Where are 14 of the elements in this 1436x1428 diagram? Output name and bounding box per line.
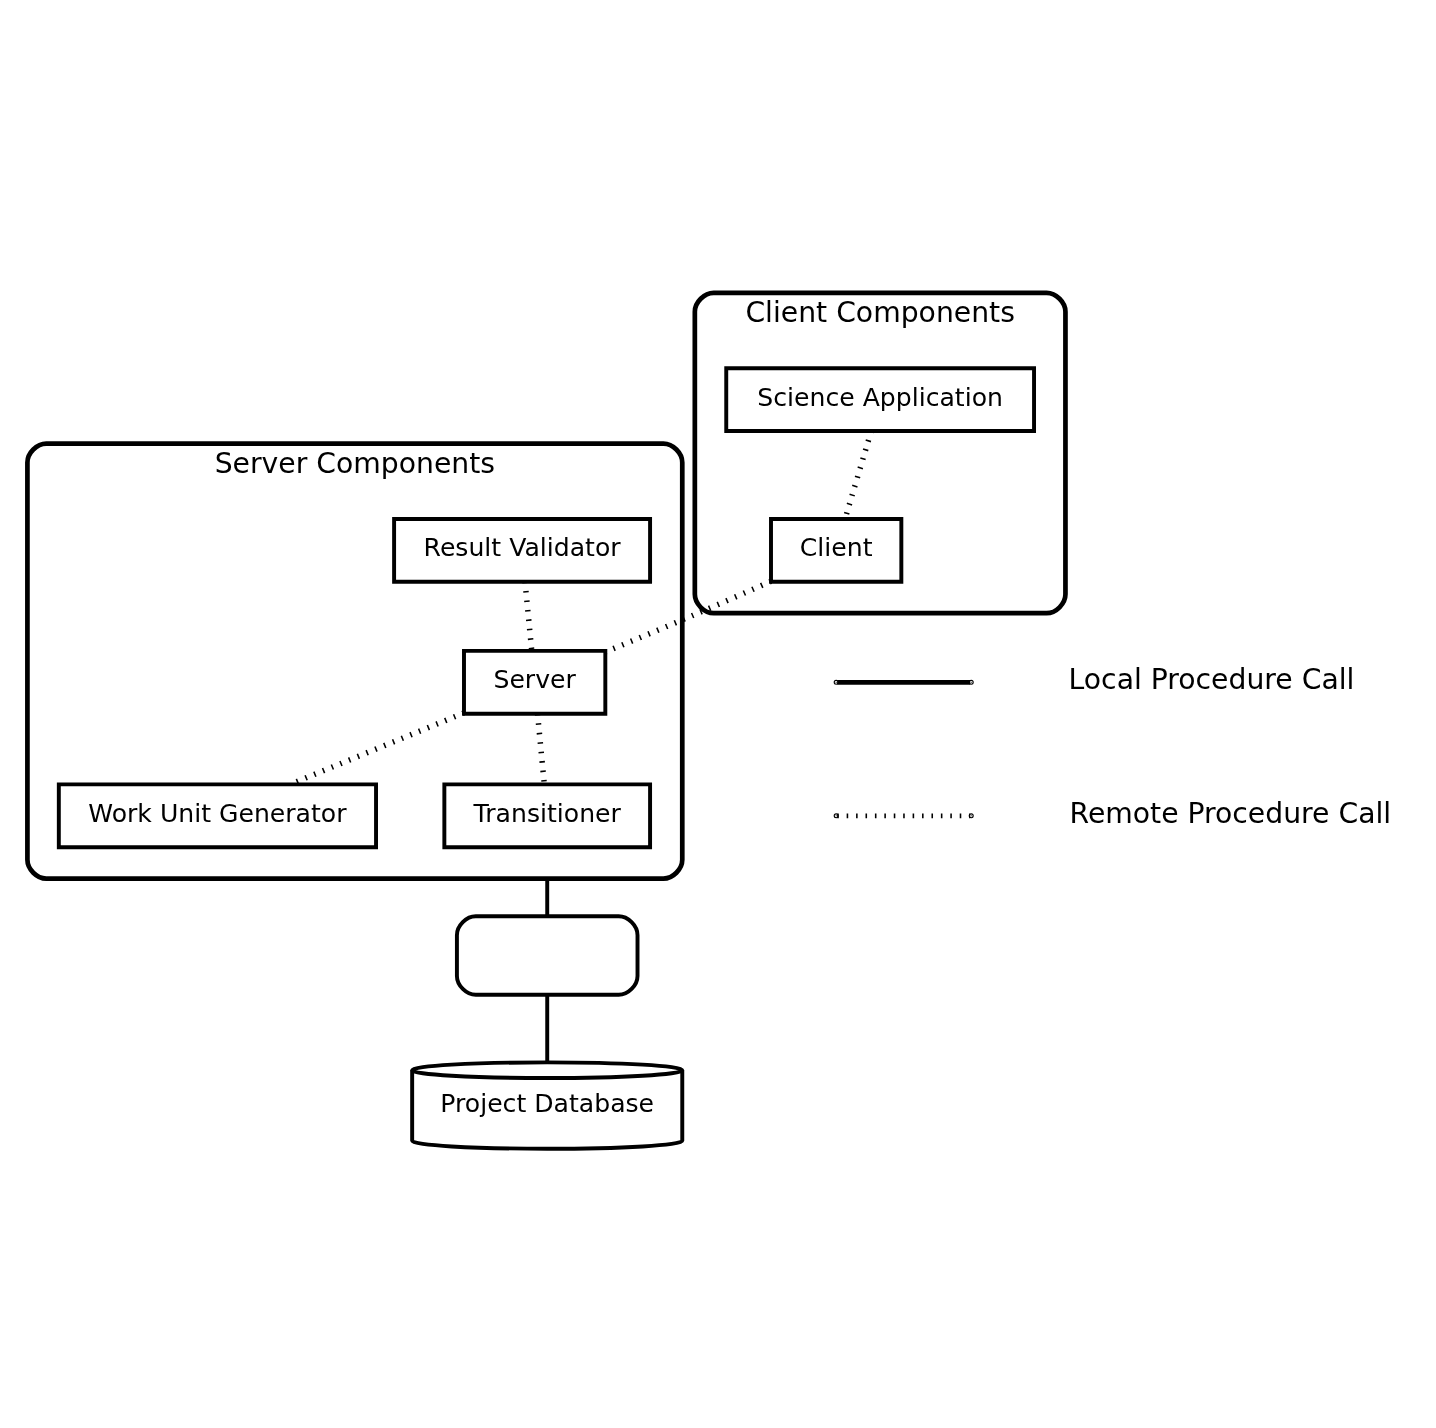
connector <box>545 994 550 1062</box>
connector <box>522 581 535 651</box>
connector <box>604 578 773 654</box>
connector <box>545 878 550 916</box>
node-box: Science Application <box>724 365 1036 433</box>
node-box: Work Unit Generator <box>56 781 378 849</box>
node-box: Result Validator <box>392 516 653 584</box>
node-box: Server <box>462 648 608 716</box>
legend-label: Remote Procedure Call <box>1069 796 1392 830</box>
node-box: Client <box>769 516 904 584</box>
legend-label: Local Procedure Call <box>1068 662 1355 696</box>
connector <box>534 713 548 784</box>
node-oval <box>454 913 640 997</box>
node-box: Transitioner <box>442 781 653 849</box>
